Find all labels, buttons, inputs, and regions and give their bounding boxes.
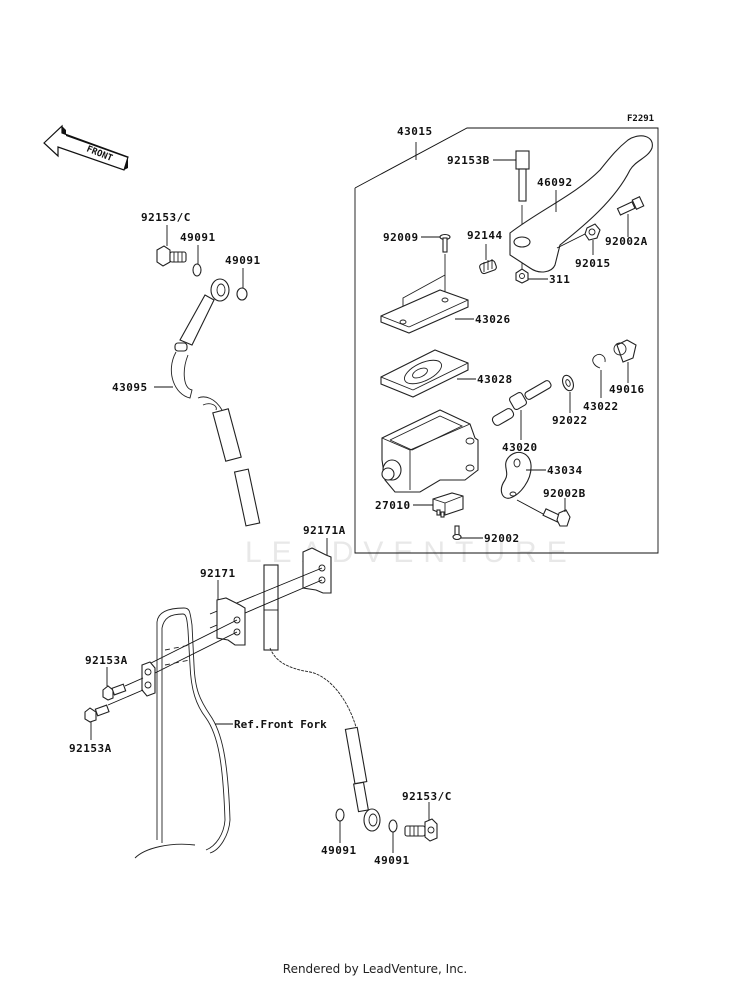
callout-92002B: 92002B [543, 487, 586, 500]
hose-bracket-part [144, 597, 246, 679]
front-fork-reference [134, 607, 231, 859]
brake-lever-part [509, 135, 653, 273]
callout-92002A: 92002A [605, 235, 648, 248]
assembly-label: 43015 [397, 125, 433, 138]
circlip-part [592, 353, 606, 369]
callout-43020: 43020 [502, 441, 538, 454]
callout-92009: 92009 [383, 231, 419, 244]
callout-49091-top-b: 49091 [225, 254, 261, 267]
callout-43028: 43028 [477, 373, 513, 386]
figure-code: F2291 [627, 114, 654, 124]
callout-43034: 43034 [547, 464, 583, 477]
banjo-bolt-bottom-part [404, 818, 438, 842]
callout-92002: 92002 [484, 532, 520, 545]
callout-49091-top-a: 49091 [180, 231, 216, 244]
callout-49016: 49016 [609, 383, 645, 396]
handlebar-clamp-part [500, 451, 532, 499]
brake-hose-part [170, 278, 381, 832]
callout-43026: 43026 [475, 313, 511, 326]
callout-92144: 92144 [467, 229, 503, 242]
piston-kit-part [491, 380, 552, 426]
bracket-bolt-b-part [84, 689, 144, 723]
clamp-bolt-part [516, 499, 571, 527]
lock-nut-part [515, 268, 529, 284]
callout-43022: 43022 [583, 400, 619, 413]
callout-92022: 92022 [552, 414, 588, 427]
callout-46092: 46092 [537, 176, 573, 189]
dust-boot-part [613, 339, 637, 363]
callout-43095: 43095 [112, 381, 148, 394]
callout-311: 311 [549, 273, 570, 286]
master-cylinder-body-part [381, 409, 479, 493]
hose-bracket-a-part [209, 547, 332, 629]
callout-27010: 27010 [375, 499, 411, 512]
brake-switch-part [432, 492, 464, 518]
pivot-bolt-part [616, 196, 645, 216]
lever-spring-part [479, 259, 497, 275]
footer-credit: Rendered by LeadVenture, Inc. [282, 962, 468, 976]
master-cylinder-assembly-box [354, 127, 659, 554]
copper-washer-bottom-b [388, 819, 398, 833]
piston-washer-part [562, 374, 574, 392]
copper-washer-top-b [236, 287, 248, 301]
callout-92153A-b: 92153A [69, 742, 112, 755]
callout-92171A: 92171A [303, 524, 346, 537]
bracket-bolt-a-part [102, 677, 144, 701]
switch-screw-part [452, 525, 462, 541]
copper-washer-top-a [192, 263, 202, 277]
banjo-bolt-top-part [156, 245, 187, 267]
callout-92153C-top: 92153/C [141, 211, 191, 224]
callout-49091-bottom-b: 49091 [374, 854, 410, 867]
callout-92153C-bottom: 92153/C [402, 790, 452, 803]
lever-nut-part [584, 223, 601, 241]
reference-front-fork: Ref.Front Fork [234, 718, 327, 731]
copper-washer-bottom-a [335, 808, 345, 822]
front-arrow-icon: FRONT [43, 124, 129, 171]
callout-92171: 92171 [200, 567, 236, 580]
callout-92015: 92015 [575, 257, 611, 270]
callout-92153B: 92153B [447, 154, 490, 167]
diaphragm-part [380, 349, 469, 398]
reservoir-cap-part [380, 289, 469, 334]
watermark: LEADVENTURE [245, 536, 577, 569]
callout-49091-bottom-a: 49091 [321, 844, 357, 857]
callout-92153A-a: 92153A [85, 654, 128, 667]
